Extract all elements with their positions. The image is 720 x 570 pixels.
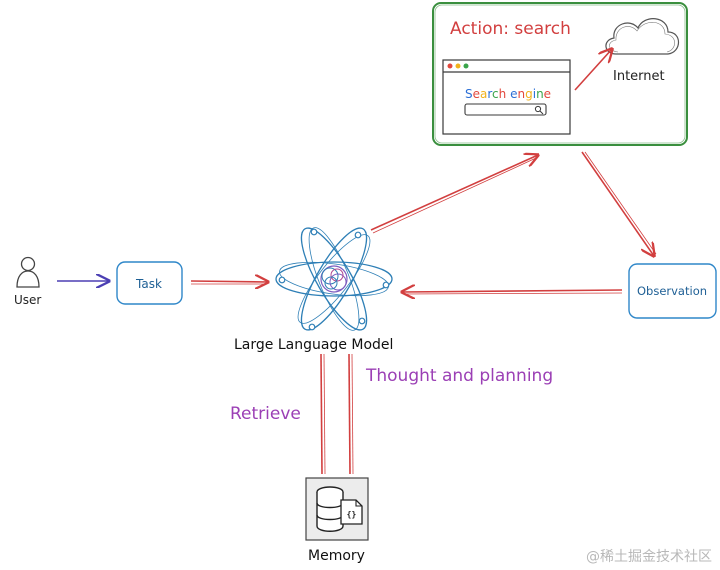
arrow-action-to-observation bbox=[581, 151, 657, 256]
internet-label: Internet bbox=[613, 69, 665, 84]
browser-window: Search engine bbox=[442, 59, 571, 135]
observation-node: Observation bbox=[628, 263, 717, 319]
task-label: Task bbox=[135, 277, 162, 291]
retrieve-label: Retrieve bbox=[230, 404, 301, 424]
action-box: Action: search Search engine Internet bbox=[432, 2, 688, 146]
arrow-task-to-llm bbox=[190, 281, 268, 284]
cloud-icon bbox=[605, 18, 680, 55]
search-engine-label: Search engine bbox=[465, 87, 551, 101]
task-node: Task bbox=[116, 261, 183, 305]
document-glyph: {} bbox=[347, 510, 357, 519]
database-icon bbox=[316, 486, 344, 532]
arrow-llm-to-action bbox=[370, 155, 538, 234]
watermark: @稀土掘金技术社区 bbox=[586, 549, 712, 565]
search-input[interactable] bbox=[464, 103, 547, 116]
line-retrieve bbox=[320, 353, 326, 475]
window-maximize-dot bbox=[463, 63, 469, 69]
arrow-search-to-internet bbox=[574, 49, 612, 91]
document-icon: {} bbox=[340, 499, 363, 525]
llm-label: Large Language Model bbox=[234, 337, 393, 353]
user-icon bbox=[16, 256, 40, 288]
atom-icon bbox=[275, 227, 393, 331]
window-minimize-dot bbox=[455, 63, 461, 69]
user-label: User bbox=[14, 293, 41, 307]
magnifier-icon bbox=[534, 105, 544, 115]
arrow-observation-to-llm bbox=[402, 290, 623, 294]
window-close-dot bbox=[447, 63, 453, 69]
line-thought bbox=[348, 353, 354, 475]
memory-label: Memory bbox=[308, 548, 365, 564]
memory-node: {} bbox=[305, 477, 369, 541]
observation-label: Observation bbox=[637, 284, 707, 298]
action-title: Action: search bbox=[450, 19, 571, 39]
thought-label: Thought and planning bbox=[365, 366, 553, 386]
